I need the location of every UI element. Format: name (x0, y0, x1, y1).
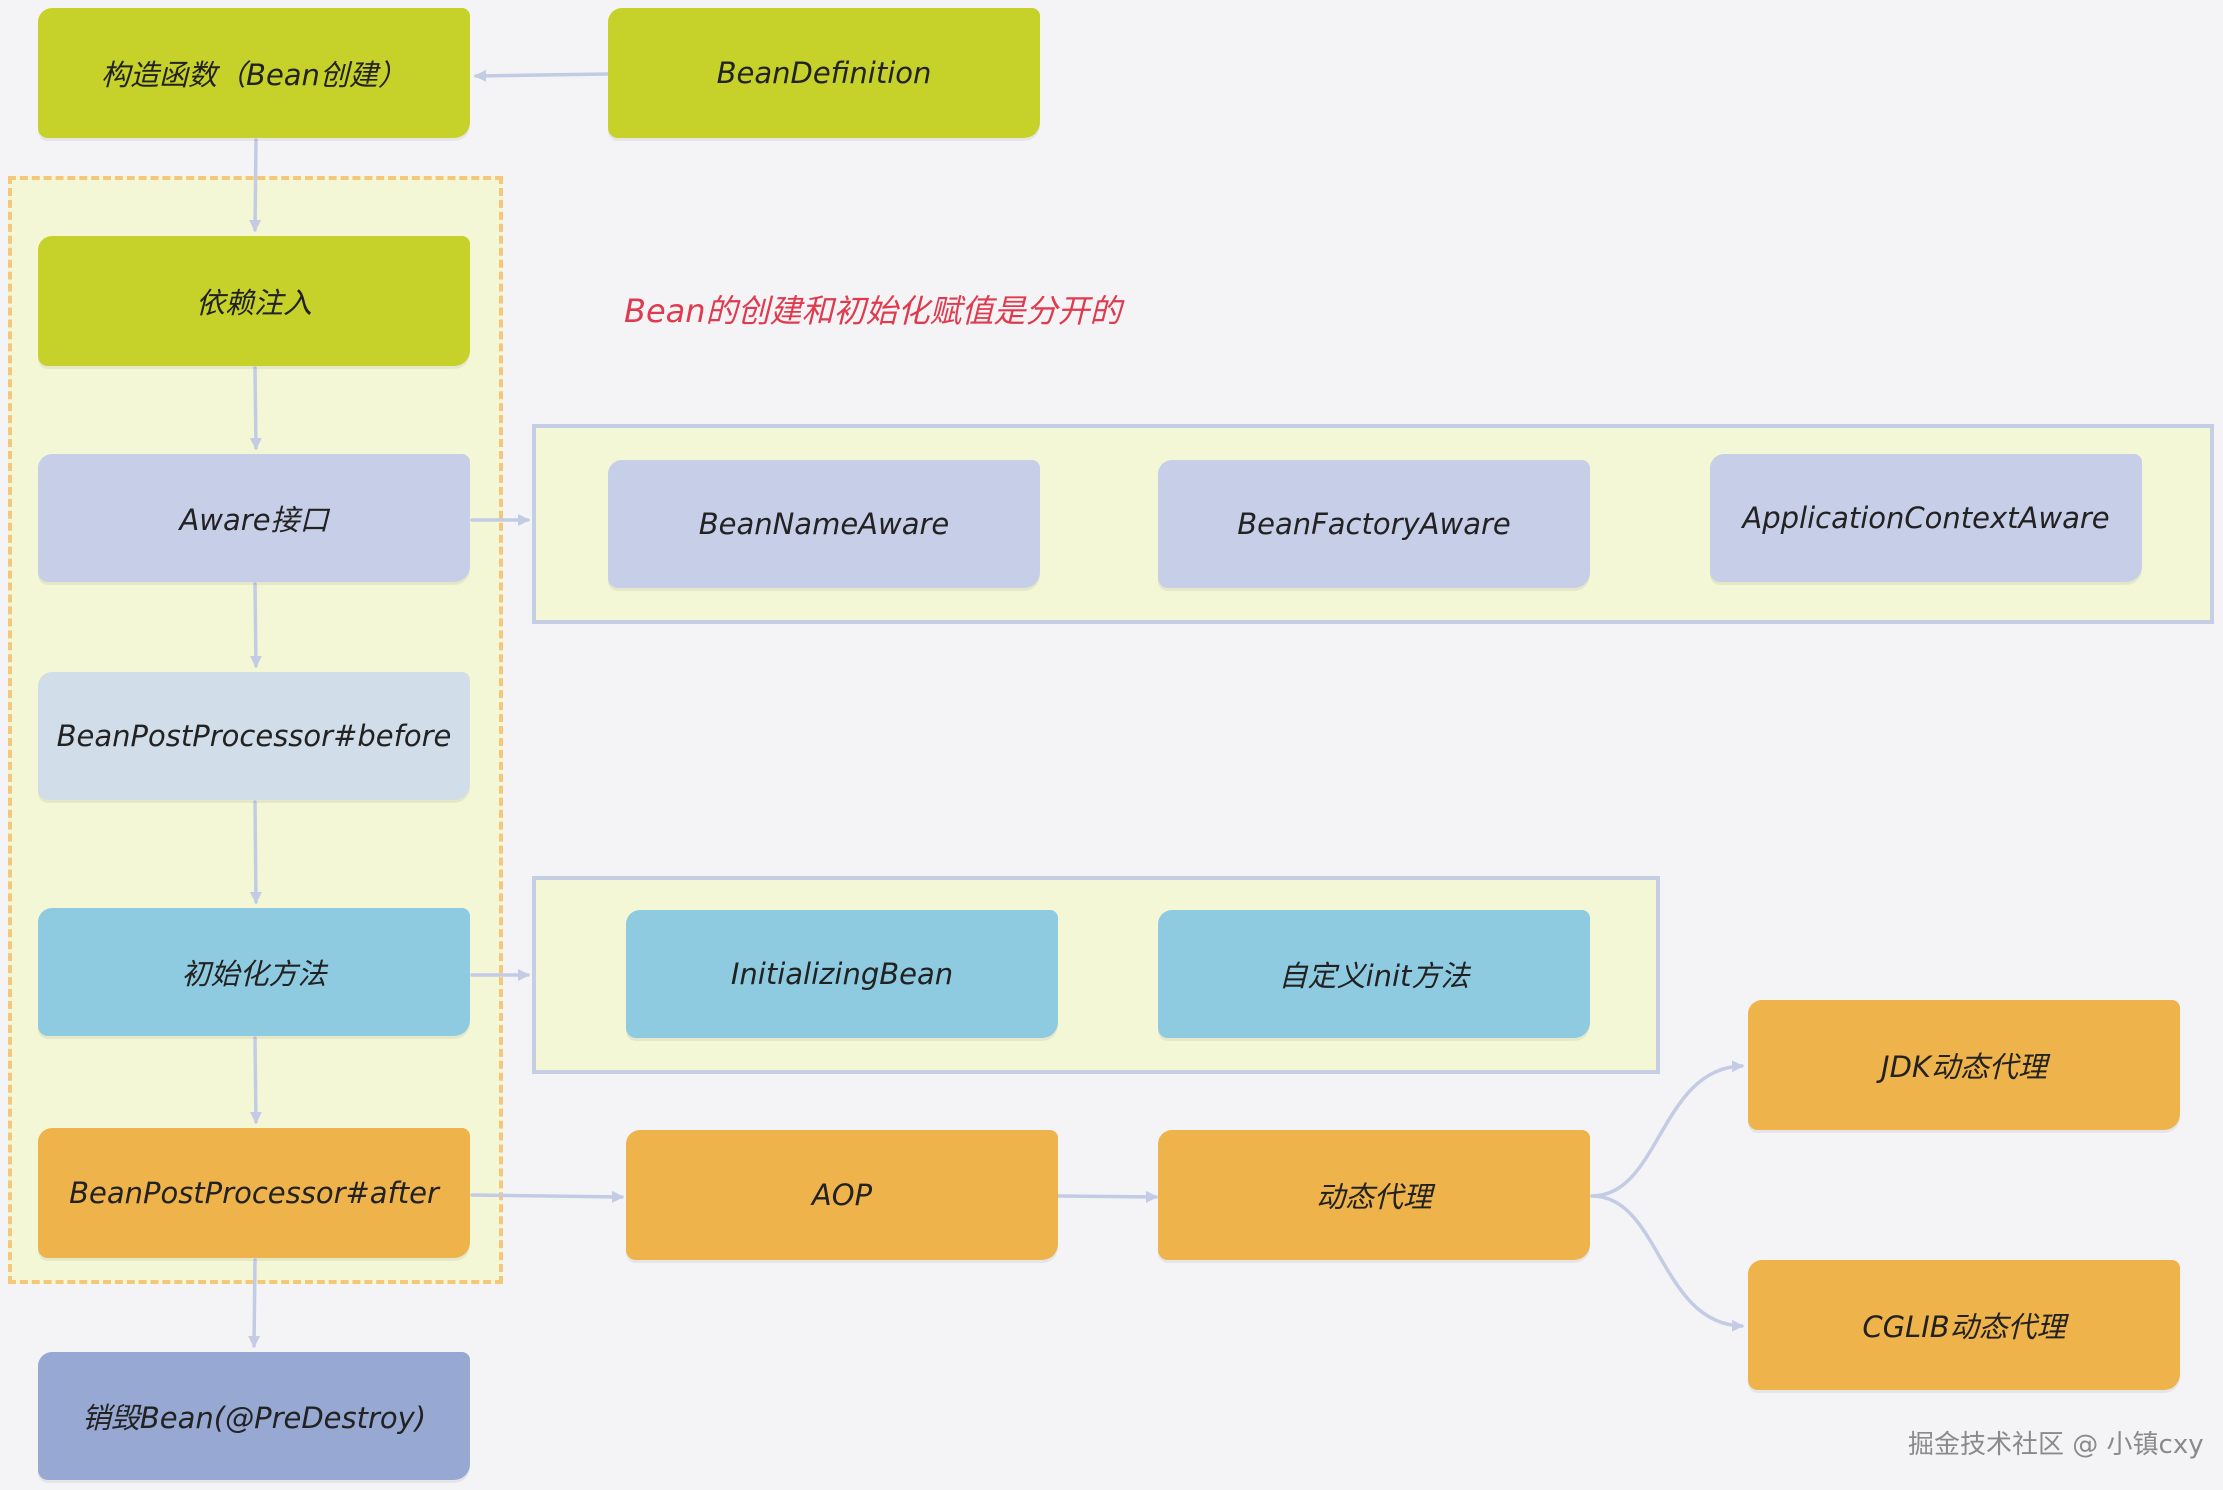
arrow-proxy-to-cglib (1590, 1194, 1744, 1332)
bean-factory-aware-node: BeanFactoryAware (1158, 460, 1590, 588)
bpp-after-node: BeanPostProcessor#after (38, 1128, 470, 1258)
custom-init-node: 自定义init方法 (1158, 910, 1590, 1038)
bean-name-aware-node: BeanNameAware (608, 460, 1040, 588)
destroy-bean-node: 销毁Bean(@PreDestroy) (38, 1352, 470, 1480)
init-method-node: 初始化方法 (38, 908, 470, 1036)
initializing-bean-node: InitializingBean (626, 910, 1058, 1038)
cglib-proxy-node: CGLIB动态代理 (1748, 1260, 2180, 1390)
bean-definition-node: BeanDefinition (608, 8, 1040, 138)
watermark: 掘金技术社区 @ 小镇cxy (1908, 1430, 2204, 1460)
constructor-node: 构造函数（Bean创建） (38, 8, 470, 138)
jdk-proxy-node: JDK动态代理 (1748, 1000, 2180, 1130)
aop-node: AOP (626, 1130, 1058, 1260)
arrow-aop-to-proxy (1056, 1190, 1158, 1203)
separation-note: Bean的创建和初始化赋值是分开的 (624, 292, 1122, 330)
bpp-before-node: BeanPostProcessor#before (38, 672, 470, 800)
arrow-definition-to-constructor (474, 69, 610, 82)
arrow-proxy-to-jdk (1590, 1060, 1744, 1198)
dependency-injection-node: 依赖注入 (38, 236, 470, 366)
dynamic-proxy-node: 动态代理 (1158, 1130, 1590, 1260)
aware-interface-node: Aware接口 (38, 454, 470, 582)
application-context-aware-node: ApplicationContextAware (1710, 454, 2142, 582)
